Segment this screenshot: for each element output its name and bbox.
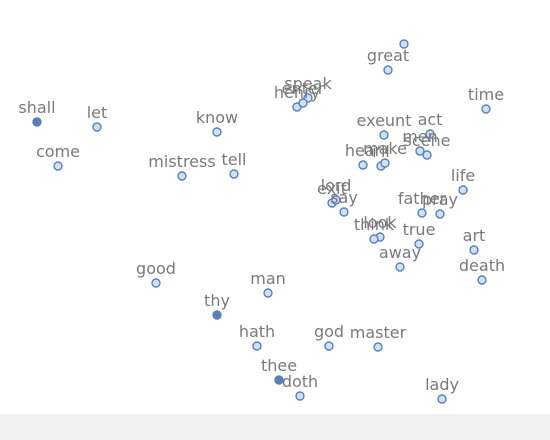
point-master bbox=[373, 342, 383, 352]
point-label: great bbox=[367, 46, 409, 65]
point-label: master bbox=[350, 323, 407, 342]
point-label: death bbox=[459, 256, 505, 275]
point-label: tell bbox=[221, 150, 246, 169]
point-tell bbox=[229, 169, 239, 179]
point-lady bbox=[437, 394, 447, 404]
point-label: true bbox=[403, 220, 436, 239]
points-layer bbox=[32, 39, 491, 404]
point-make bbox=[380, 158, 390, 168]
point-label: good bbox=[136, 259, 176, 278]
point-label: hath bbox=[239, 322, 275, 341]
point-true bbox=[414, 239, 424, 249]
point-good bbox=[151, 278, 161, 288]
point-scene bbox=[422, 150, 432, 160]
point-label: thy bbox=[204, 291, 230, 310]
point-label: scene bbox=[404, 131, 451, 150]
point-label: look bbox=[363, 213, 397, 232]
point-label: say bbox=[330, 188, 358, 207]
point-enter bbox=[298, 98, 308, 108]
point-label: i'll bbox=[372, 142, 390, 161]
point-label: shall bbox=[18, 98, 55, 117]
point-death bbox=[477, 275, 487, 285]
point-label: lord bbox=[321, 176, 352, 195]
point-art bbox=[469, 245, 479, 255]
point-hath bbox=[252, 341, 262, 351]
point-label: come bbox=[36, 142, 80, 161]
point-come bbox=[53, 161, 63, 171]
point-label: know bbox=[196, 108, 238, 127]
point-life bbox=[458, 185, 468, 195]
point-label: think bbox=[354, 215, 395, 234]
point-label: act bbox=[418, 110, 443, 129]
point-know bbox=[212, 127, 222, 137]
point-label: hear bbox=[345, 141, 382, 160]
point-label: time bbox=[468, 85, 504, 104]
point-time bbox=[481, 104, 491, 114]
point-thee bbox=[274, 375, 284, 385]
point-label: speak bbox=[284, 74, 332, 93]
point-man bbox=[263, 288, 273, 298]
point-act bbox=[425, 129, 435, 139]
point-label: henry bbox=[274, 83, 320, 102]
point-say bbox=[339, 207, 349, 217]
point-label: make bbox=[363, 139, 407, 158]
point-label: man bbox=[250, 269, 286, 288]
point-label: let bbox=[87, 103, 108, 122]
point-label: exit bbox=[317, 179, 347, 198]
point-men bbox=[415, 146, 425, 156]
point-label: exeunt bbox=[357, 111, 412, 130]
point-label: mistress bbox=[148, 152, 215, 171]
point-hear bbox=[358, 160, 368, 170]
point-father bbox=[417, 208, 427, 218]
point-god bbox=[324, 341, 334, 351]
point-label: art bbox=[463, 226, 486, 245]
point-label: doth bbox=[282, 372, 318, 391]
point-label: men bbox=[402, 127, 438, 146]
point-unlabeled-0 bbox=[399, 39, 409, 49]
point-label: pray bbox=[422, 190, 458, 209]
point-label: life bbox=[451, 166, 475, 185]
point-shall bbox=[32, 117, 42, 127]
point-away bbox=[395, 262, 405, 272]
point-doth bbox=[295, 391, 305, 401]
point-exeunt bbox=[379, 130, 389, 140]
point-think bbox=[369, 234, 379, 244]
point-label: away bbox=[379, 243, 421, 262]
point-lord bbox=[331, 195, 341, 205]
point-label: god bbox=[314, 322, 344, 341]
point-mistress bbox=[177, 171, 187, 181]
point-label: enter bbox=[282, 79, 325, 98]
point-label: lady bbox=[425, 375, 459, 394]
point-let bbox=[92, 122, 102, 132]
point-label: father bbox=[398, 189, 447, 208]
point-great bbox=[383, 65, 393, 75]
point-thy bbox=[212, 310, 222, 320]
point-label: thee bbox=[261, 356, 297, 375]
bottom-band bbox=[0, 414, 550, 440]
point-pray bbox=[435, 209, 445, 219]
